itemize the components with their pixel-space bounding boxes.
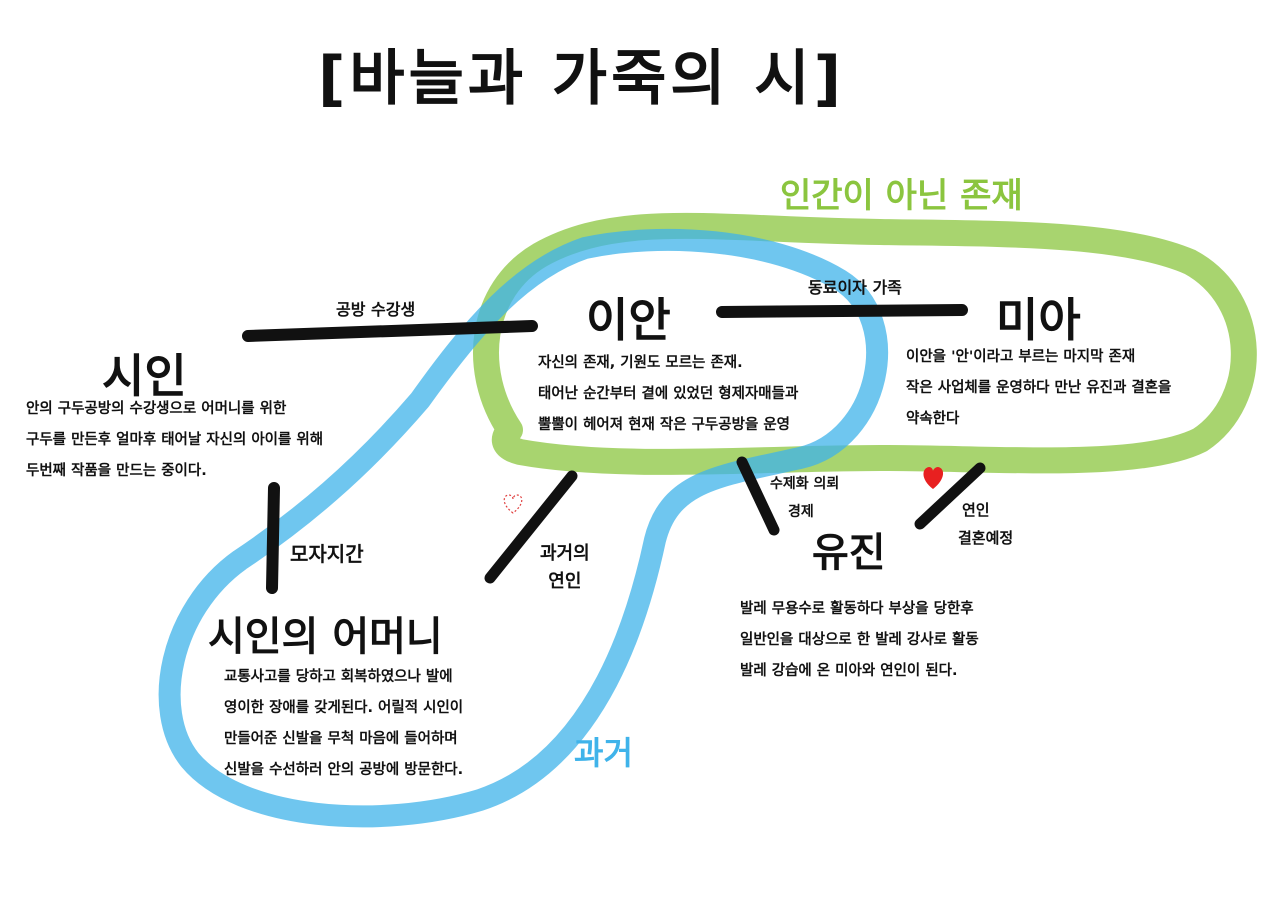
desc-line: 교통사고를 당하고 회복하였으나 발에: [224, 669, 453, 685]
desc-line: 발레 강습에 온 미아와 연인이 된다.: [740, 663, 958, 679]
relation-label-ian-mia: 동료이자 가족: [808, 278, 902, 297]
heart-outline-icon: [503, 494, 523, 514]
character-name-siin: 시인: [102, 349, 187, 403]
group-label-non-human: 인간이 아닌 존재: [780, 176, 1023, 216]
character-desc-ian: 자신의 존재, 기원도 모르는 존재. 태어난 순간부터 곁에 있었던 형제자매…: [538, 348, 798, 441]
desc-line: 자신의 존재, 기원도 모르는 존재.: [538, 355, 743, 371]
non-human-loop: [473, 212, 1257, 475]
character-name-mia: 미아: [996, 293, 1081, 347]
desc-line: 작은 사업체를 운영하다 만난 유진과 결혼을: [906, 380, 1172, 396]
group-label-past: 과거: [574, 734, 633, 772]
character-desc-mother: 교통사고를 당하고 회복하였으나 발에 영이한 장애를 갖게된다. 어릴적 시인…: [224, 662, 463, 786]
desc-line: 안의 구두공방의 수강생으로 어머니를 위한: [26, 401, 287, 417]
heart-icon: [923, 467, 944, 489]
desc-line: 태어난 순간부터 곁에 있었던 형제자매들과: [538, 386, 799, 402]
relation-label-siin-ian: 공방 수강생: [336, 300, 416, 319]
page-title: [바늘과 가죽의 시]: [318, 44, 846, 114]
line-ian-yujin: [736, 456, 780, 536]
relation-line: 연인: [548, 571, 582, 592]
desc-line: 발레 무용수로 활동하다 부상을 당한후: [740, 601, 974, 617]
character-name-mother: 시인의 어머니: [208, 614, 443, 660]
desc-line: 일반인을 대상으로 한 발레 강사로 활동: [740, 632, 979, 648]
character-name-yujin: 유진: [812, 530, 886, 576]
relation-label-mia-yujin: 연인 결혼예정: [958, 496, 1013, 552]
relation-line: 연인: [962, 501, 990, 519]
desc-line: 이안을 '안'이라고 부르는 마지막 존재: [906, 349, 1136, 365]
line-siin-mother: [266, 482, 280, 594]
relation-line: 과거의: [540, 543, 590, 564]
character-name-ian: 이안: [586, 293, 671, 347]
character-desc-siin: 안의 구두공방의 수강생으로 어머니를 위한 구두를 만든후 얼마후 태어날 자…: [26, 394, 323, 487]
relation-line: 경제: [788, 504, 814, 520]
line-siin-ian: [242, 320, 538, 342]
desc-line: 약속한다: [906, 411, 960, 427]
relation-label-siin-mother: 모자지간: [290, 542, 364, 566]
desc-line: 영이한 장애를 갖게된다. 어릴적 시인이: [224, 700, 464, 716]
relation-label-ian-mother: 과거의 연인: [540, 540, 590, 596]
desc-line: 뿔뿔이 헤어져 현재 작은 구두공방을 운영: [538, 417, 791, 433]
line-ian-mia: [716, 304, 968, 318]
character-desc-mia: 이안을 '안'이라고 부르는 마지막 존재 작은 사업체를 운영하다 만난 유진…: [906, 342, 1171, 435]
desc-line: 신발을 수선하러 안의 공방에 방문한다.: [224, 762, 464, 778]
past-loop: [158, 228, 888, 828]
character-desc-yujin: 발레 무용수로 활동하다 부상을 당한후 일반인을 대상으로 한 발레 강사로 …: [740, 594, 979, 687]
relation-label-ian-yujin: 수제화 의뢰 경제: [770, 470, 839, 526]
relation-line: 수제화 의뢰: [770, 476, 840, 492]
relation-line: 결혼예정: [958, 529, 1014, 547]
desc-line: 두번째 작품을 만드는 중이다.: [26, 463, 207, 479]
desc-line: 만들어준 신발을 무척 마음에 들어하며: [224, 731, 458, 747]
line-mia-yujin: [914, 462, 986, 530]
desc-line: 구두를 만든후 얼마후 태어날 자신의 아이를 위해: [26, 432, 324, 448]
line-ian-mother: [484, 470, 578, 584]
